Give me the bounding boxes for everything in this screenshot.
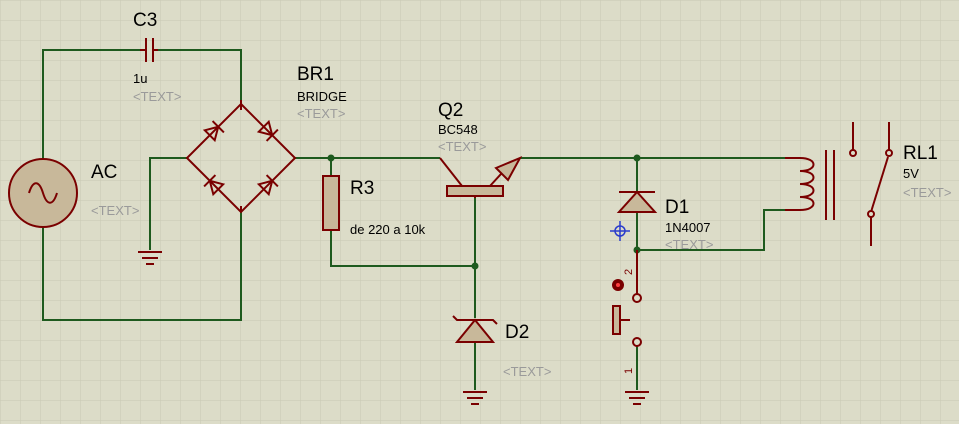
d2-text-placeholder: <TEXT> (503, 364, 551, 379)
switch-pin2-label: 2 (623, 269, 635, 275)
transistor-q2-symbol[interactable] (439, 155, 523, 198)
ground-d2-symbol[interactable] (463, 391, 487, 405)
rl1-text-placeholder: <TEXT> (903, 185, 951, 200)
c3-value-label: 1u (133, 71, 147, 86)
br1-value-label: BRIDGE (297, 89, 347, 104)
capacitor-c3-symbol[interactable] (140, 38, 158, 62)
c3-text-placeholder: <TEXT> (133, 89, 181, 104)
br1-ref-label: BR1 (297, 64, 334, 85)
d1-value-label: 1N4007 (665, 220, 711, 235)
ac-text-placeholder: <TEXT> (91, 203, 139, 218)
switch-pin1-label: 1 (623, 368, 635, 374)
bridge-rectifier-br1-symbol[interactable] (185, 100, 297, 214)
push-button-symbol[interactable] (612, 250, 642, 347)
rl1-value-label: 5V (903, 166, 919, 181)
ground-left-symbol[interactable] (138, 251, 162, 265)
ground-d1-symbol[interactable] (625, 391, 649, 405)
junction-dot (327, 154, 335, 162)
junctions (327, 154, 641, 270)
resistor-r3-symbol[interactable] (322, 175, 340, 231)
ac-ref-label: AC (91, 162, 117, 183)
junction-dot (633, 154, 641, 162)
ac-source-symbol[interactable] (8, 158, 78, 228)
r3-value-label: de 220 a 10k (350, 222, 426, 237)
relay-rl1-symbol[interactable] (785, 122, 893, 246)
q2-value-label: BC548 (438, 122, 478, 137)
c3-ref-label: C3 (133, 10, 157, 31)
rl1-ref-label: RL1 (903, 143, 938, 164)
crosshair-cursor-icon (610, 221, 630, 241)
d1-ref-label: D1 (665, 197, 689, 218)
d2-ref-label: D2 (505, 322, 529, 343)
q2-ref-label: Q2 (438, 100, 463, 121)
zener-d2-symbol[interactable] (452, 315, 498, 343)
q2-text-placeholder: <TEXT> (438, 139, 486, 154)
d1-text-placeholder: <TEXT> (665, 237, 713, 252)
diode-d1-symbol[interactable] (616, 190, 658, 213)
r3-ref-label: R3 (350, 178, 374, 199)
junction-dot (471, 262, 479, 270)
br1-text-placeholder: <TEXT> (297, 106, 345, 121)
